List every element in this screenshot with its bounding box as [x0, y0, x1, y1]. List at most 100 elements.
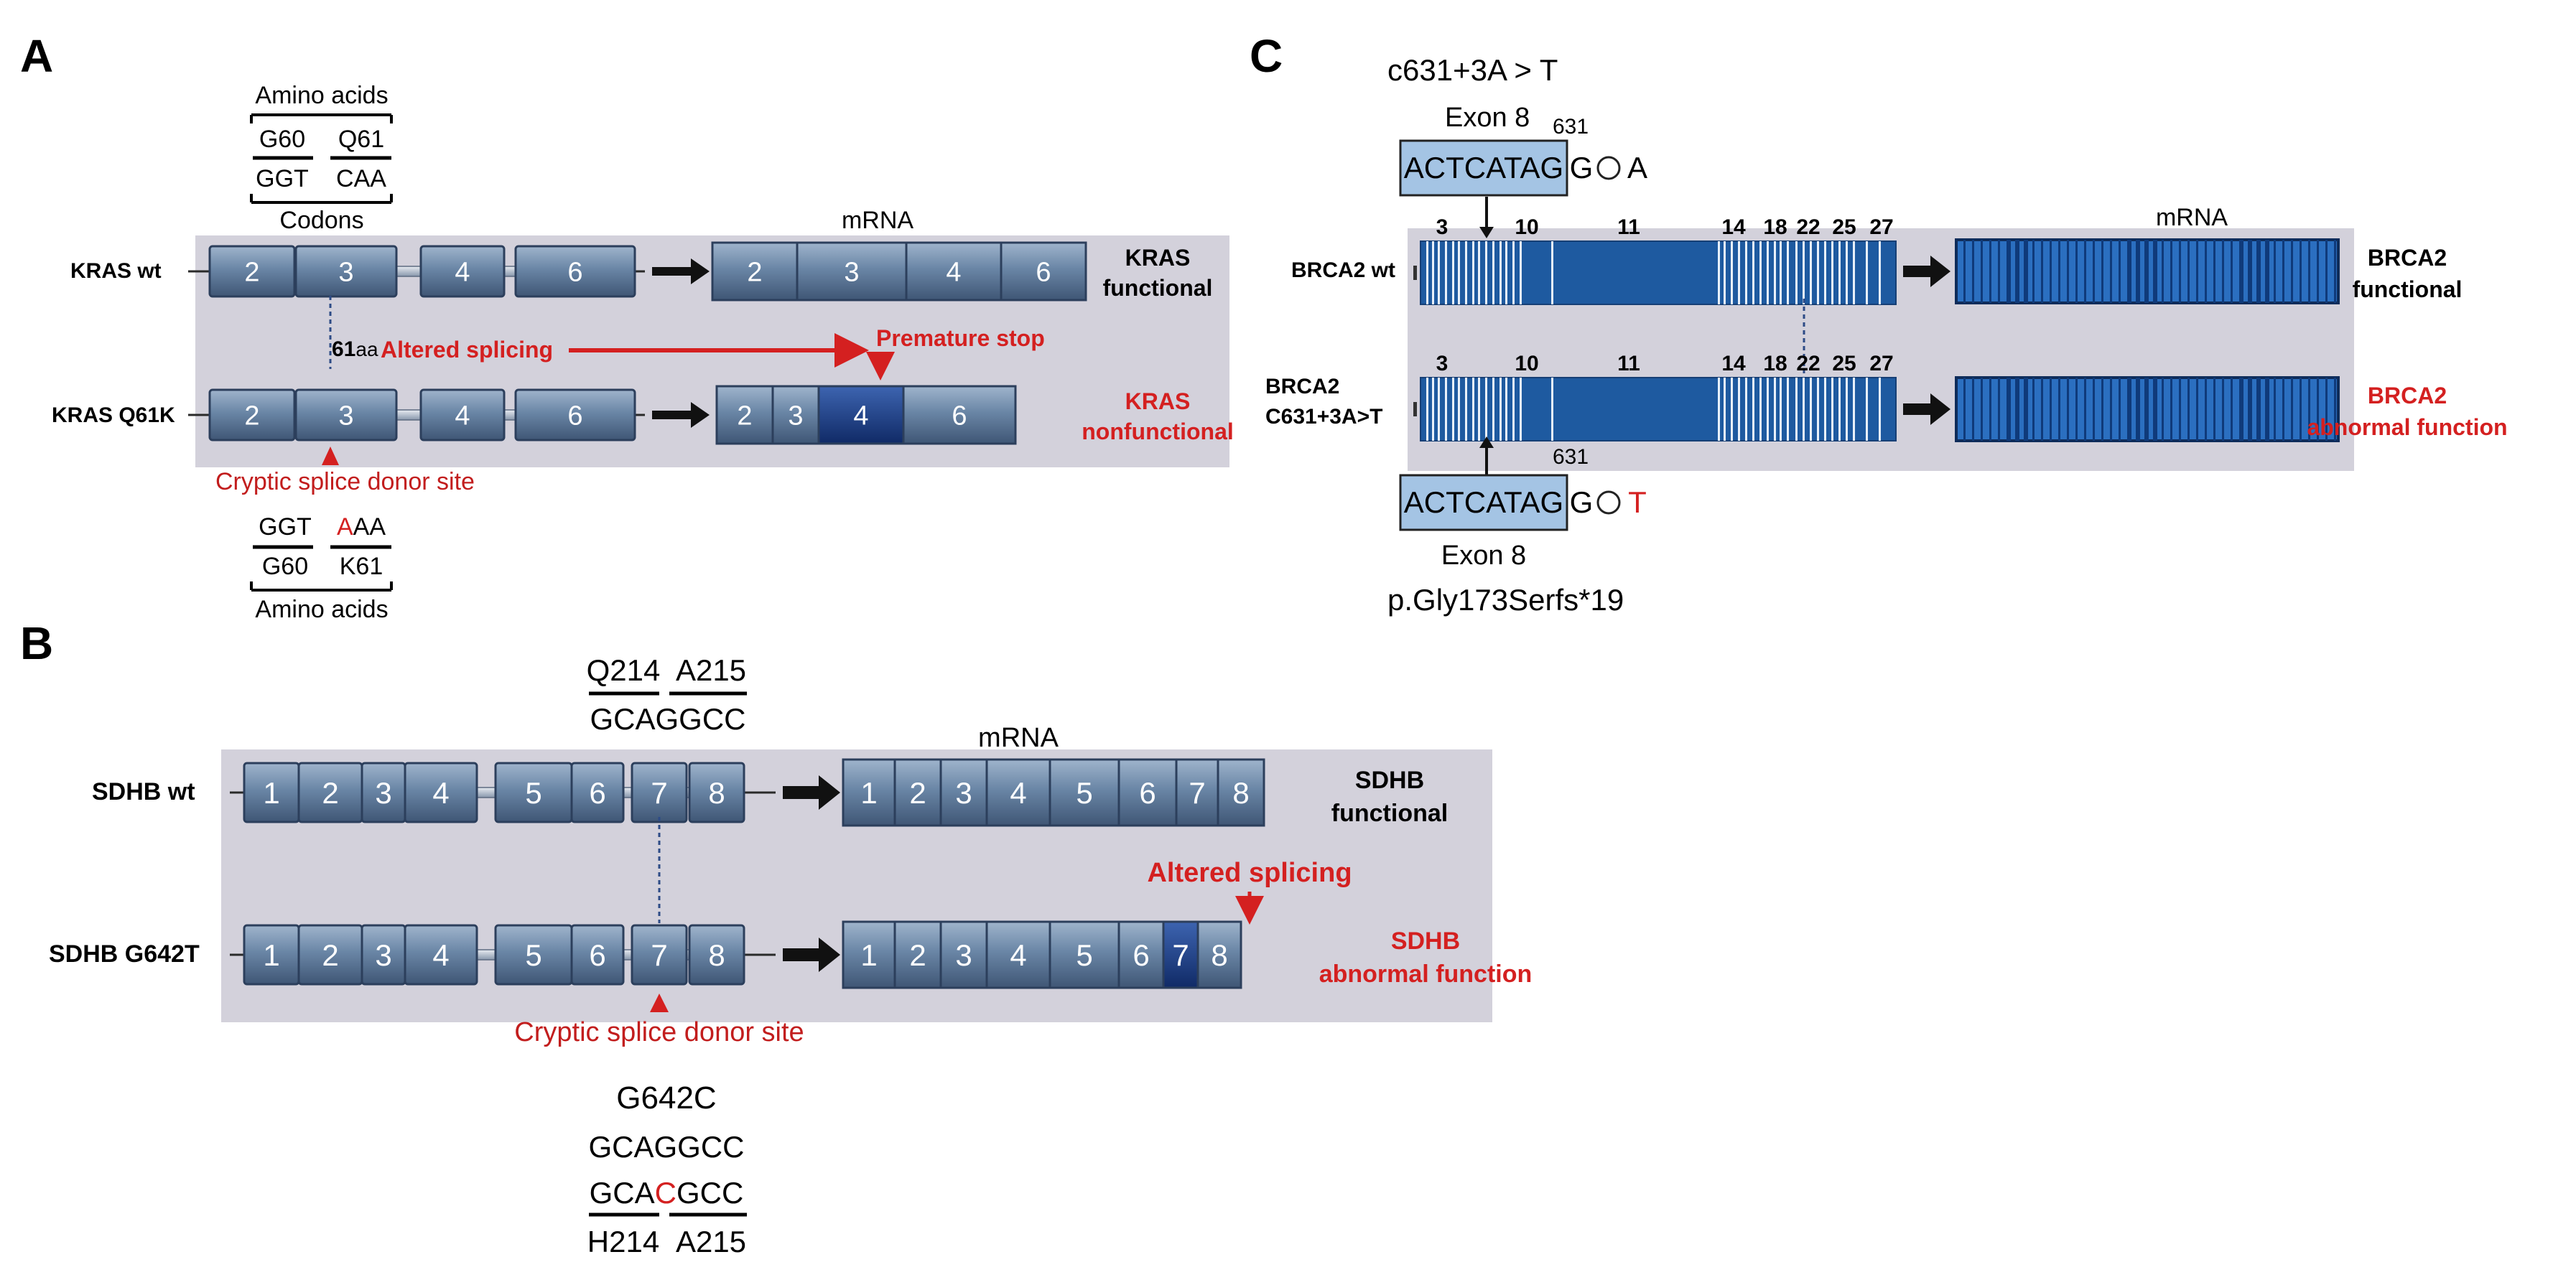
brca2-wt-mrna-exon-boundary — [2110, 240, 2112, 303]
brca2-mut-mrna-exon-boundary — [1981, 378, 1983, 441]
sdhb-mut-mrna-exon-7 — [1162, 920, 1199, 989]
brca2-mut-mrna-exon-boundary — [1963, 378, 1966, 441]
brca2-wt-mrna-exon-boundary — [2231, 240, 2233, 303]
brca2-mut-gene-exon-boundary — [1738, 378, 1740, 441]
brca2-exon-number: 11 — [1617, 352, 1640, 375]
brca2-wt-gene-exon-boundary — [1738, 241, 1740, 304]
sdhb-wt-label: SDHB wt — [92, 778, 195, 805]
brca2-wt-mrna-exon-boundary — [2101, 240, 2103, 303]
brca2-mut-mrna-exon-boundary — [2136, 378, 2140, 441]
sdhb-wt-arrow — [783, 775, 840, 810]
sdhb-wt-gene-exon-label: 7 — [651, 776, 667, 810]
brca2-mut-gene-exon-boundary — [1478, 378, 1480, 441]
brca2-mut-mrna-exon-boundary — [2119, 378, 2121, 441]
kras-premature-stop: Premature stop — [876, 325, 1045, 351]
kras-wt-mrna-exon-label: 3 — [844, 258, 859, 288]
brca2-mut-gene-exon-boundary — [1795, 378, 1798, 441]
sdhb-wt-mrna-exon-label: 8 — [1232, 776, 1249, 810]
brca2-wt-outcome-line2: functional — [2353, 276, 2463, 302]
sdhb-mut-mrna-exon-3 — [939, 920, 988, 989]
kras-wt-gene-exon-label: 2 — [244, 258, 259, 288]
brca2-wt-mrna-exon-boundary — [2058, 240, 2060, 303]
brca2-mut-gene-exon-boundary — [1520, 378, 1522, 441]
brca2-mut-gene-exon-boundary — [1499, 378, 1502, 441]
brca2-exon-number: 14 — [1721, 215, 1746, 239]
brca2-wt-gene-exon-boundary — [1452, 241, 1454, 304]
brca2-mut-mrna-exon-boundary — [2291, 378, 2293, 441]
kras-wt-mrna-exon-label: 4 — [946, 258, 961, 288]
brca2-mut-mrna-exon-boundary — [2334, 378, 2336, 441]
brca2-wt-gene-exon-boundary — [1752, 241, 1754, 304]
sdhb-wt-mrna-exon-4 — [985, 758, 1051, 827]
brca2-mut-mrna-exon-boundary — [2196, 378, 2198, 441]
sdhb-seq-mut: GCACGCC — [590, 1176, 744, 1210]
brca2-wt-mrna-exon-boundary — [2041, 240, 2043, 303]
brca2-mut-gene-exon-boundary — [1810, 378, 1812, 441]
brca2-wt-mrna-exon-boundary — [2084, 240, 2086, 303]
sdhb-mrna-label: mRNA — [978, 723, 1059, 753]
brca2-mut-gene-exon-boundary — [1718, 378, 1720, 441]
kras-wt-mrna-exon-6 — [1000, 241, 1087, 302]
kras-wt-gene-exon-label: 3 — [338, 258, 353, 288]
sdhb-mut-gene-exon-7 — [631, 924, 688, 986]
brca2-wt-mrna-exon-boundary — [2024, 240, 2028, 303]
sdhb-mut-mrna-exon-label: 8 — [1211, 938, 1227, 972]
brca2-wt-gene-exon-boundary — [1879, 241, 1881, 304]
intron-circle-bottom — [1596, 490, 1621, 515]
sdhb-wt-mrna-exon-label: 2 — [909, 776, 926, 810]
brca2-mut-mrna-exon-boundary — [2325, 378, 2328, 441]
brca2-wt-gene-exon-boundary — [1787, 241, 1789, 304]
brca2-wt-gene-exon-boundary — [1551, 241, 1553, 304]
brca2-wt-gene-exon-boundary — [1838, 241, 1841, 304]
brca2-mut-outcome-line2: abnormal function — [2307, 414, 2507, 440]
brca2-mut-gene-exon-boundary — [1505, 378, 1507, 441]
exon8-seq-top: ACTCATAG — [1404, 151, 1563, 184]
kras-mut-gene-exon-label: 2 — [244, 401, 259, 431]
brca2-wt-gene-end-marker — [1413, 266, 1417, 280]
sdhb-mut-arrow — [783, 938, 840, 972]
kras-cryptic-site-marker — [322, 447, 339, 465]
intron-a-top: A — [1627, 151, 1647, 184]
kras-mut-mrna-exon-label: 4 — [853, 401, 868, 431]
aa-a215: A215 — [676, 653, 746, 687]
kras-wt-outcome-line1: KRAS — [1125, 245, 1191, 271]
aa-q214: Q214 — [587, 653, 661, 687]
sdhb-wt-gene-exon-8 — [688, 762, 745, 823]
brca2-mut-mrna-exon-boundary — [2127, 378, 2131, 441]
brca2-wt-mrna-exon-boundary — [2187, 240, 2190, 303]
brca2-wt-mrna-exon-boundary — [2015, 240, 2019, 303]
sdhb-wt-mrna-exon-label: 1 — [860, 776, 877, 810]
panel-c-label: C — [1250, 30, 1283, 82]
exon8-seq-box-bottom — [1399, 474, 1568, 531]
brca2-wt-mrna-exon-boundary — [2222, 240, 2224, 303]
brca2-mut-gene-exon-boundary — [1432, 378, 1434, 441]
brca2-wt-label: BRCA2 wt — [1291, 258, 1395, 282]
brca2-exon-number: 25 — [1832, 352, 1856, 375]
kras-mut-gene-exon-label: 6 — [567, 401, 582, 431]
amino-acids-top-label: Amino acids — [255, 82, 388, 109]
brca2-mrna-label: mRNA — [2156, 204, 2228, 231]
brca2-mut-gene — [1420, 377, 1897, 441]
brca2-wt-gene-exon-boundary — [1866, 241, 1868, 304]
brca2-wt-gene-exon-boundary — [1485, 241, 1487, 304]
aa-k61: K61 — [340, 553, 383, 580]
brca2-wt-gene-exon-boundary — [1780, 241, 1782, 304]
brca2-exon-number: 27 — [1869, 215, 1893, 239]
pos-631-top: 631 — [1553, 115, 1589, 139]
sdhb-variant: G642C — [616, 1080, 716, 1116]
brca2-mut-gene-exon-boundary — [1724, 378, 1726, 441]
brca2-wt-mrna-exon-boundary — [2325, 240, 2328, 303]
brca2-mut-mrna-exon-boundary — [2170, 378, 2172, 441]
kras-wt-gene-intron-segment — [503, 266, 516, 277]
kras-wt-mrna-exon-label: 6 — [1036, 258, 1051, 288]
brca2-mut-mrna-exon-boundary — [2093, 378, 2095, 441]
exon8-top-label: Exon 8 — [1445, 103, 1530, 133]
aa-h214: H214 — [587, 1225, 659, 1258]
brca2-mut-mrna-exon-boundary — [2248, 378, 2252, 441]
sdhb-seq-wt: GCAGGCC — [588, 1130, 744, 1164]
kras-mut-gene-intron-segment — [396, 409, 422, 421]
brca2-mut-gene-exon-boundary — [1438, 378, 1440, 441]
brca2-mut-gene-exon-boundary — [1752, 378, 1754, 441]
brca2-mut-mrna — [1955, 376, 2340, 442]
kras-mut-gene-exon-label: 4 — [455, 401, 470, 431]
